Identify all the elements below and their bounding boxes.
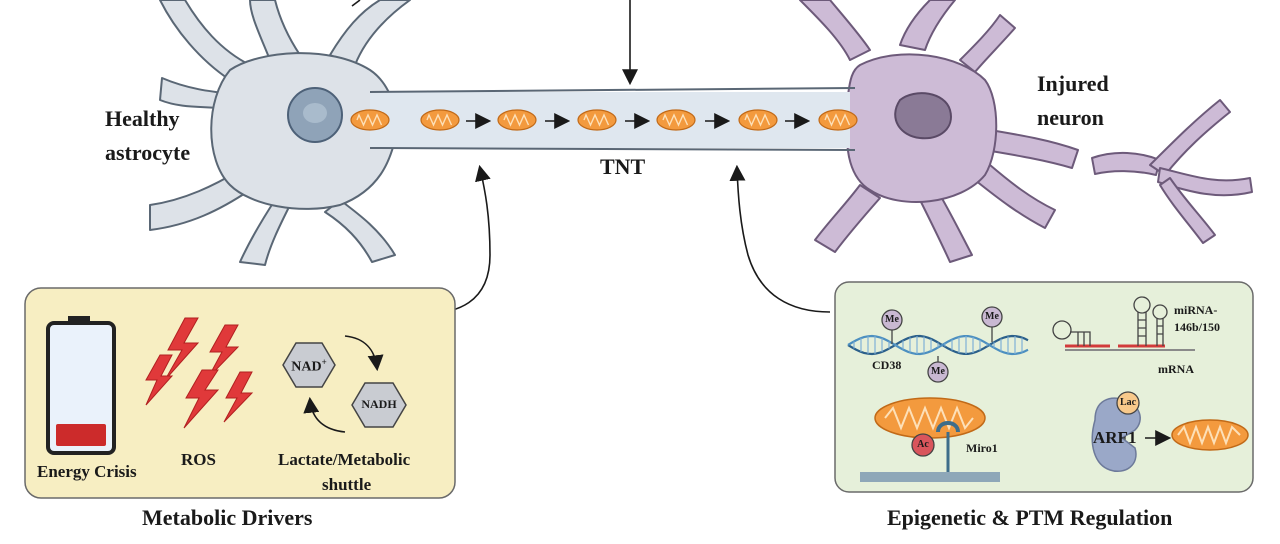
me-label-1: Me	[885, 314, 899, 325]
mirna-mrna-icon	[1052, 296, 1195, 351]
healthy-astrocyte-label-line1: Healthy	[105, 106, 180, 131]
epigenetic-ptm-title: Epigenetic & PTM Regulation	[887, 505, 1173, 530]
ac-label: Ac	[917, 439, 929, 450]
mrna-label: mRNA	[1158, 362, 1194, 376]
mirna-label-line1: miRNA-	[1174, 303, 1218, 317]
nadh-hexagon	[351, 382, 407, 428]
dna-helix	[847, 334, 1029, 356]
top-arrows	[351, 0, 638, 86]
tnt-mitochondrion	[818, 109, 858, 131]
cd38-label: CD38	[872, 358, 902, 372]
energy-crisis-label: Energy Crisis	[37, 462, 137, 481]
nad-to-nadh-arrow	[344, 335, 384, 372]
mitochondrion-icon	[1171, 419, 1249, 451]
tnt-mitochondrion	[577, 109, 617, 131]
ros-label: ROS	[181, 450, 216, 469]
tnt-mitochondria	[350, 109, 858, 131]
tnt-mitochondrion	[738, 109, 778, 131]
metabolic-drivers-panel	[24, 287, 456, 499]
tnt-mitochondrion	[350, 109, 390, 131]
nad-label: NAD+	[291, 357, 327, 375]
epigenetic-to-tnt-arrow	[729, 164, 831, 313]
battery-icon	[46, 316, 116, 455]
tnt-mitochondrion	[656, 109, 696, 131]
healthy-astrocyte-label-line2: astrocyte	[105, 140, 191, 165]
lactate-label-line1: Lactate/Metabolic	[278, 450, 411, 469]
tnt-mitochondrion	[497, 109, 537, 131]
tnt-label: TNT	[600, 154, 646, 179]
nadh-to-nad-arrow	[303, 396, 346, 433]
ros-lightning-icon	[145, 317, 254, 429]
arf1-label: ARF1	[1093, 428, 1137, 447]
injured-neuron-label-line1: Injured	[1037, 71, 1109, 96]
tnt-mitochondrion	[420, 109, 460, 131]
me-label-3: Me	[931, 366, 945, 377]
nad-hexagon	[282, 342, 336, 388]
injured-neuron-cell	[799, 0, 1253, 263]
metabolic-drivers-title: Metabolic Drivers	[142, 505, 313, 530]
lac-label: Lac	[1119, 397, 1137, 408]
miro1-label: Miro1	[966, 441, 998, 455]
mirna-label-line2: 146b/150	[1174, 320, 1221, 334]
healthy-astrocyte-cell	[149, 0, 411, 266]
arf1-protein	[1091, 391, 1141, 472]
mitochondrion-miro1	[860, 397, 1000, 482]
nadh-label: NADH	[361, 397, 397, 411]
methyl-marks	[881, 306, 1003, 383]
lactate-label-line2: shuttle	[322, 475, 372, 494]
epigenetic-ptm-panel	[834, 281, 1254, 493]
injured-neuron-label-line2: neuron	[1037, 105, 1104, 130]
me-label-2: Me	[985, 311, 999, 322]
